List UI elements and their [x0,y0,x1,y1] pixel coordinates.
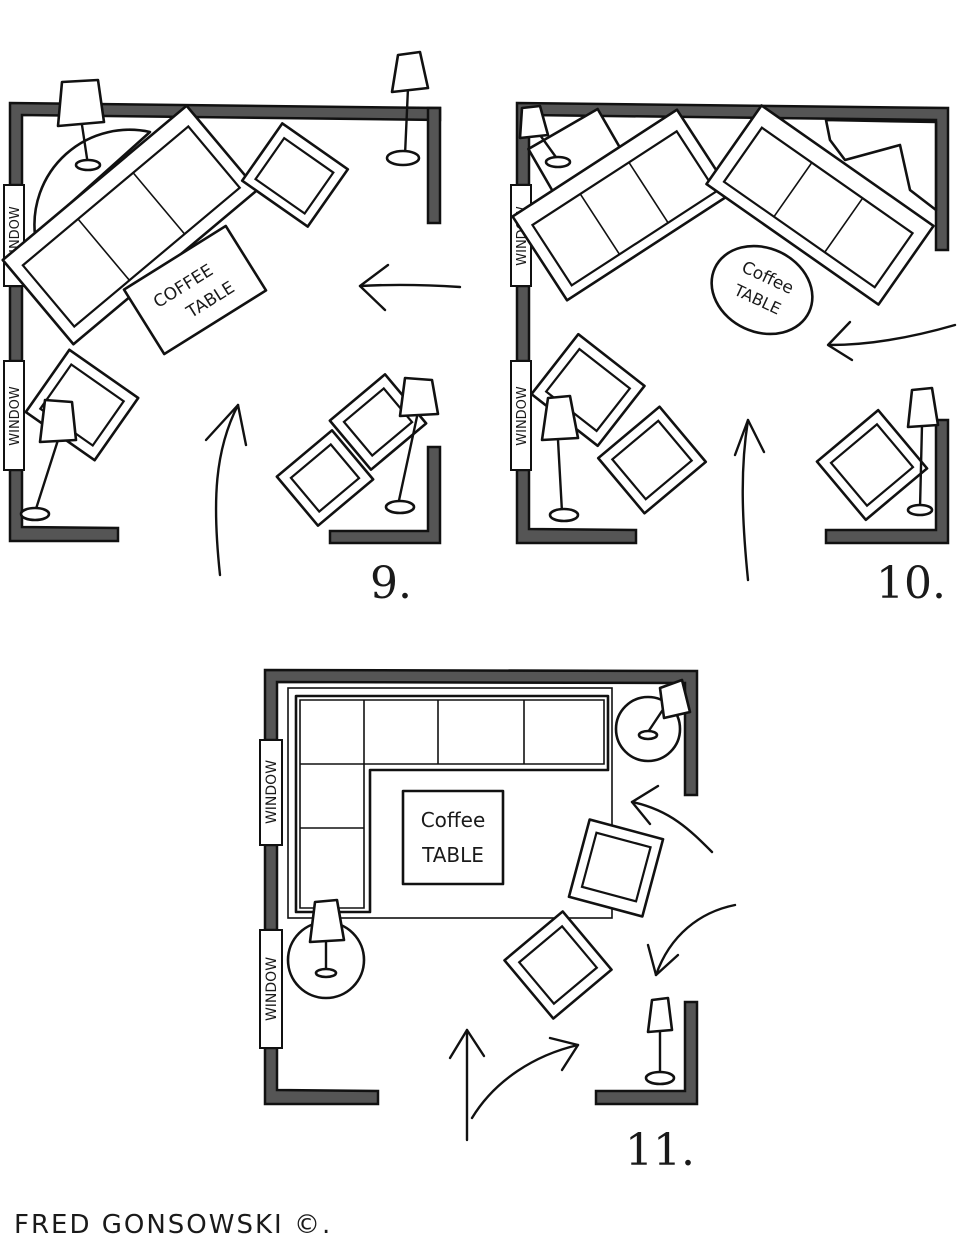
plan-10-floor-lamp-left [540,394,580,523]
plan-9-coffee-table: COFFEE TABLE [122,224,268,356]
plan-9: WINDOW WINDOW COFFEE TABLE [1,50,462,609]
plan-10-corner-table [824,118,938,212]
svg-text:WINDOW: WINDOW [264,957,280,1021]
plan-11-entry-arrow-top-right [630,784,714,854]
plan-11-armchair-lower [503,910,613,1020]
plan-9-walls [8,101,442,545]
plan-10-entry-arrow-right [826,320,957,362]
artist-signature: FRED GONSOWSKI ©. [14,1210,332,1240]
svg-text:WINDOW: WINDOW [264,760,280,824]
plan-9-entry-arrow-right [358,263,462,312]
plan-10-table-lamp-top [518,104,572,169]
plan-9-floor-lamp-left [19,398,78,522]
svg-text:Coffee: Coffee [421,808,486,832]
plan-10: WINDOW WINDOW [510,101,957,609]
plan-11-entry-arrow-bottom-diagonal [470,1036,580,1120]
plan-10-sofa-left [511,108,733,302]
plan-9-floor-lamp-top [385,50,430,167]
plan-11-window-upper: WINDOW [259,739,283,846]
plan-9-entry-arrow-bottom [204,403,248,577]
svg-text:WINDOW: WINDOW [515,386,530,446]
plan-10-sofa-right [705,104,935,306]
plan-10-window-lower: WINDOW [510,360,532,471]
svg-text:TABLE: TABLE [421,843,484,867]
plan-9-window-lower: WINDOW [3,360,25,471]
plan-11-window-lower: WINDOW [259,929,283,1049]
plan-11-number: 11. [625,1125,695,1176]
plan-11-coffee-table: Coffee TABLE [401,789,505,886]
plan-11-rug [287,687,613,919]
plan-9-armchair-left [24,348,140,462]
plan-9-number: 9. [370,558,412,609]
plan-10-armchair-left-b [596,405,708,515]
plan-11-sectional-sofa [294,694,610,914]
plan-9-armchair-bottom-a [275,429,375,527]
plan-9-floor-lamp-bottom [384,376,440,515]
plan-10-walls [515,101,950,545]
plan-11-round-table-top [614,678,692,763]
plan-10-entry-arrow-bottom [733,418,766,582]
svg-text:WINDOW: WINDOW [8,386,23,446]
plan-10-number: 10. [876,558,946,609]
plan-11-entry-arrow-bottom-up [448,1028,486,1142]
plan-11-armchair-upper [567,818,665,918]
plan-11-round-table-left [286,898,366,1000]
plan-11-floor-lamp [644,996,676,1086]
plan-9-armchair-top [240,122,350,228]
plan-10-armchair-right [815,408,929,522]
plan-10-coffee-table: Coffee TABLE [710,244,814,336]
plan-11-entry-arrow-right [646,903,737,977]
plan-11: WINDOW WINDOW Coffee TABLE [259,668,737,1176]
plan-10-floor-lamp-right [906,386,940,517]
